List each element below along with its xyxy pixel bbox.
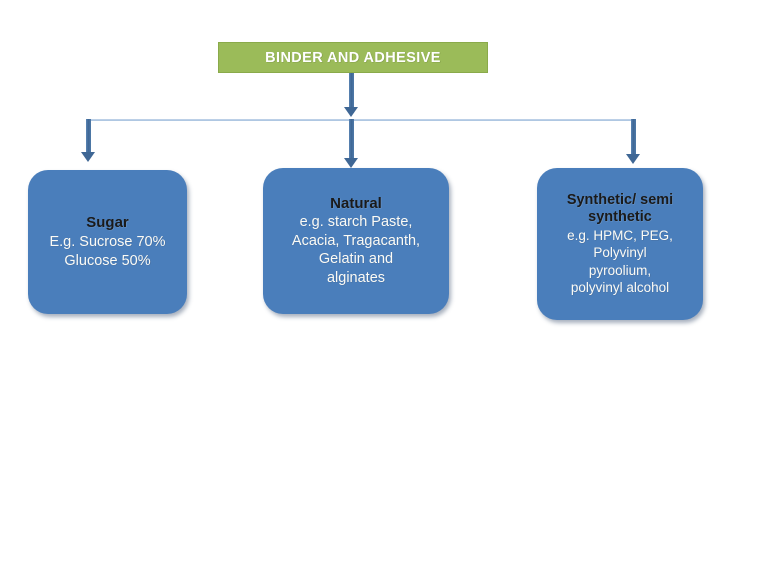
connector-branch-right (631, 119, 636, 159)
node-sugar-body-line-1: E.g. Sucrose 70% (49, 234, 166, 251)
connector-branch-right-arrowhead (626, 154, 640, 164)
connector-branch-middle-arrowhead (344, 158, 358, 168)
node-natural-heading: Natural (330, 194, 382, 212)
node-synthetic-heading-line-1: Synthetic/ semi (566, 191, 674, 208)
node-natural-body-line-3: Gelatin and (318, 251, 394, 268)
node-synthetic-body-line-3: pyroolium, (588, 262, 652, 278)
connector-horizontal-line (88, 119, 636, 121)
connector-branch-left-arrowhead (81, 152, 95, 162)
node-natural-body-line-2: Acacia, Tragacanth, (291, 232, 421, 249)
node-sugar-body-line-2: Glucose 50% (64, 252, 151, 269)
node-title-label: BINDER AND ADHESIVE (265, 49, 441, 66)
node-synthetic-semi-synthetic[interactable]: Synthetic/ semi synthetic e.g. HPMC, PEG… (537, 168, 703, 320)
node-sugar-heading: Sugar (86, 213, 129, 231)
node-synthetic-body-line-2: Polyvinyl (593, 245, 647, 261)
node-natural-body-line-4: alginates (326, 269, 386, 286)
node-sugar[interactable]: Sugar E.g. Sucrose 70% Glucose 50% (28, 170, 187, 314)
connector-trunk-arrowhead (344, 107, 358, 117)
node-natural[interactable]: Natural e.g. starch Paste, Acacia, Traga… (263, 168, 449, 314)
connector-trunk-vertical (349, 73, 354, 113)
node-binder-and-adhesive[interactable]: BINDER AND ADHESIVE (218, 42, 488, 73)
connector-branch-left (86, 119, 91, 156)
node-synthetic-heading-line-2: synthetic (588, 209, 652, 226)
node-natural-body-line-1: e.g. starch Paste, (299, 214, 413, 231)
node-synthetic-body-line-4: polyvinyl alcohol (570, 279, 670, 295)
node-synthetic-body-line-1: e.g. HPMC, PEG, (567, 228, 673, 244)
connector-branch-middle (349, 119, 354, 163)
